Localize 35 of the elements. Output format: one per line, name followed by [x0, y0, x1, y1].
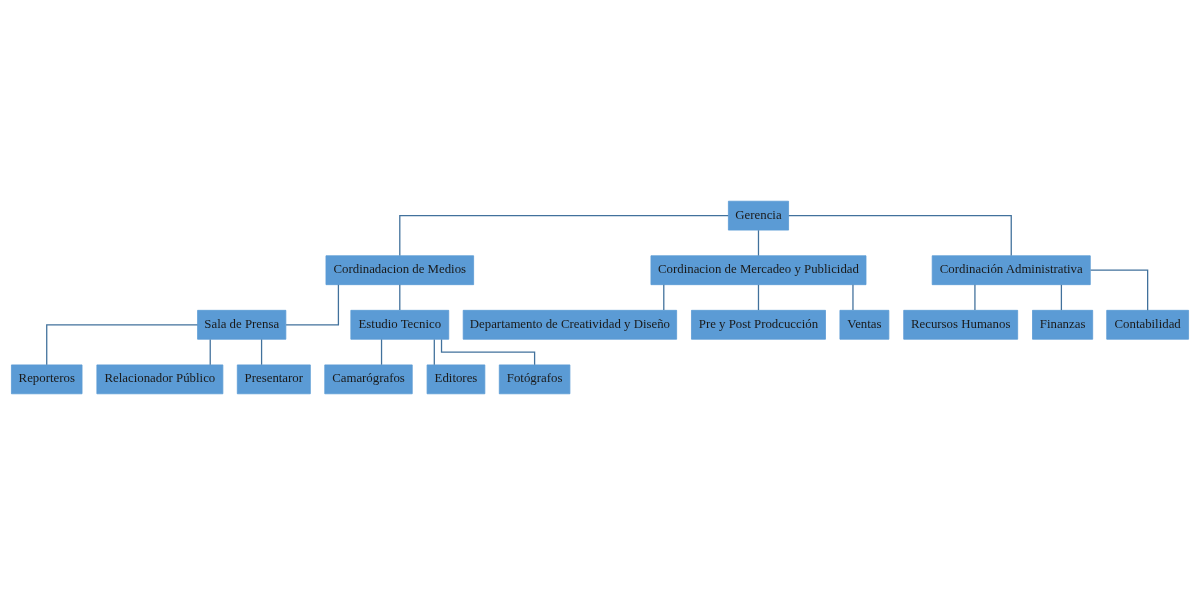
node-box: Cordinadacion de Medios [325, 255, 474, 286]
connector [46, 324, 199, 366]
connector [757, 284, 760, 311]
node-box: Departamento de Creatividad y Diseño [462, 309, 678, 340]
node-box: Cordinacion de Mercadeo y Publicidad [650, 255, 867, 286]
connector [380, 338, 383, 366]
node-box: Fotógrafos [498, 364, 571, 395]
connector [440, 338, 536, 366]
node-box: Presentaror [236, 364, 311, 395]
connector [399, 284, 401, 311]
node-box: Relacionador Público [96, 364, 224, 395]
node-box: Estudio Tecnico [350, 309, 450, 340]
node-box: Finanzas [1032, 309, 1094, 340]
connector [974, 284, 976, 311]
node-box: Gerencia [728, 200, 789, 231]
connector [788, 215, 1012, 257]
connector [757, 229, 760, 257]
connector [1089, 269, 1149, 311]
node-box: Pre y Post Prodcucción [691, 309, 826, 340]
node-box: Recursos Humanos [903, 309, 1019, 340]
node-box: Ventas [839, 309, 890, 340]
connector [852, 284, 854, 311]
connector [1060, 284, 1063, 311]
node-box: Camarógrafos [324, 364, 413, 395]
connector [399, 215, 729, 257]
node-box: Sala de Prensa [197, 309, 287, 340]
connector [285, 284, 340, 326]
node-box: Editores [426, 364, 486, 395]
connector [260, 338, 263, 366]
node-box: Reporteros [11, 364, 83, 395]
node-box: Cordinación Administrativa [931, 255, 1091, 286]
connector [209, 338, 211, 366]
connector [433, 338, 435, 366]
connector [663, 284, 665, 311]
node-box: Contabilidad [1106, 309, 1189, 340]
